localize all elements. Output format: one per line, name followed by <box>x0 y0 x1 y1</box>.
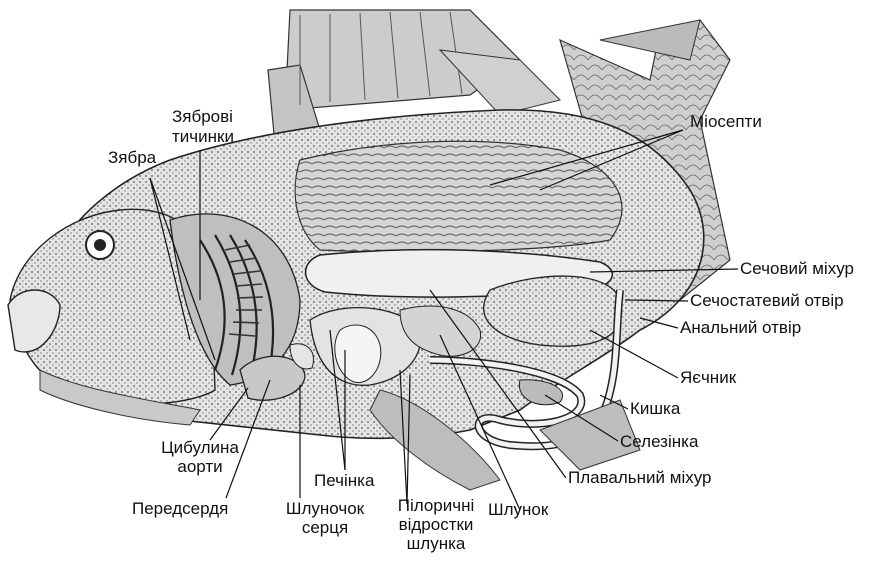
label-gill-rakers-2: тичинки <box>172 127 234 146</box>
label-swim-bladder: Плавальний міхур <box>568 468 712 487</box>
label-ventricle: Шлуночок серця <box>266 499 384 537</box>
label-urogenital-opening: Сечостатевий отвір <box>690 291 844 310</box>
muscle-myosepta <box>295 141 622 252</box>
label-bulbus-arteriosus: Цибулина аорти <box>140 438 260 476</box>
label-intestine: Кишка <box>630 399 680 418</box>
label-pyloric-caeca: Пілоричні відростки шлунка <box>376 496 496 553</box>
label-anal-opening: Анальний отвір <box>680 318 801 337</box>
label-myosepta: Міосепти <box>690 112 762 131</box>
label-liver: Печінка <box>314 471 374 490</box>
label-bile-bladder: Сечовий міхур <box>740 259 854 278</box>
label-gill-rakers-1: Зяброві <box>172 107 233 126</box>
label-atrium: Передсердя <box>132 499 228 518</box>
label-spleen: Селезінка <box>620 432 698 451</box>
label-ovary: Яєчник <box>680 368 736 387</box>
label-stomach: Шлунок <box>488 500 548 519</box>
label-gills: Зябра <box>108 148 156 167</box>
